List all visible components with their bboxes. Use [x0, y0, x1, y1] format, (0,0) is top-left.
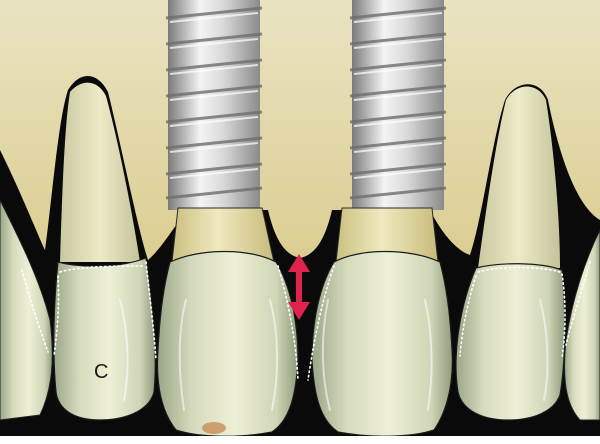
implant-left	[166, 0, 262, 210]
implant-right	[350, 0, 446, 210]
tooth-label-c: C	[94, 361, 108, 383]
tooth-canine-crown	[54, 258, 155, 420]
bottom-border	[0, 436, 600, 444]
stain	[202, 422, 226, 434]
tooth-right-crown	[456, 264, 565, 420]
